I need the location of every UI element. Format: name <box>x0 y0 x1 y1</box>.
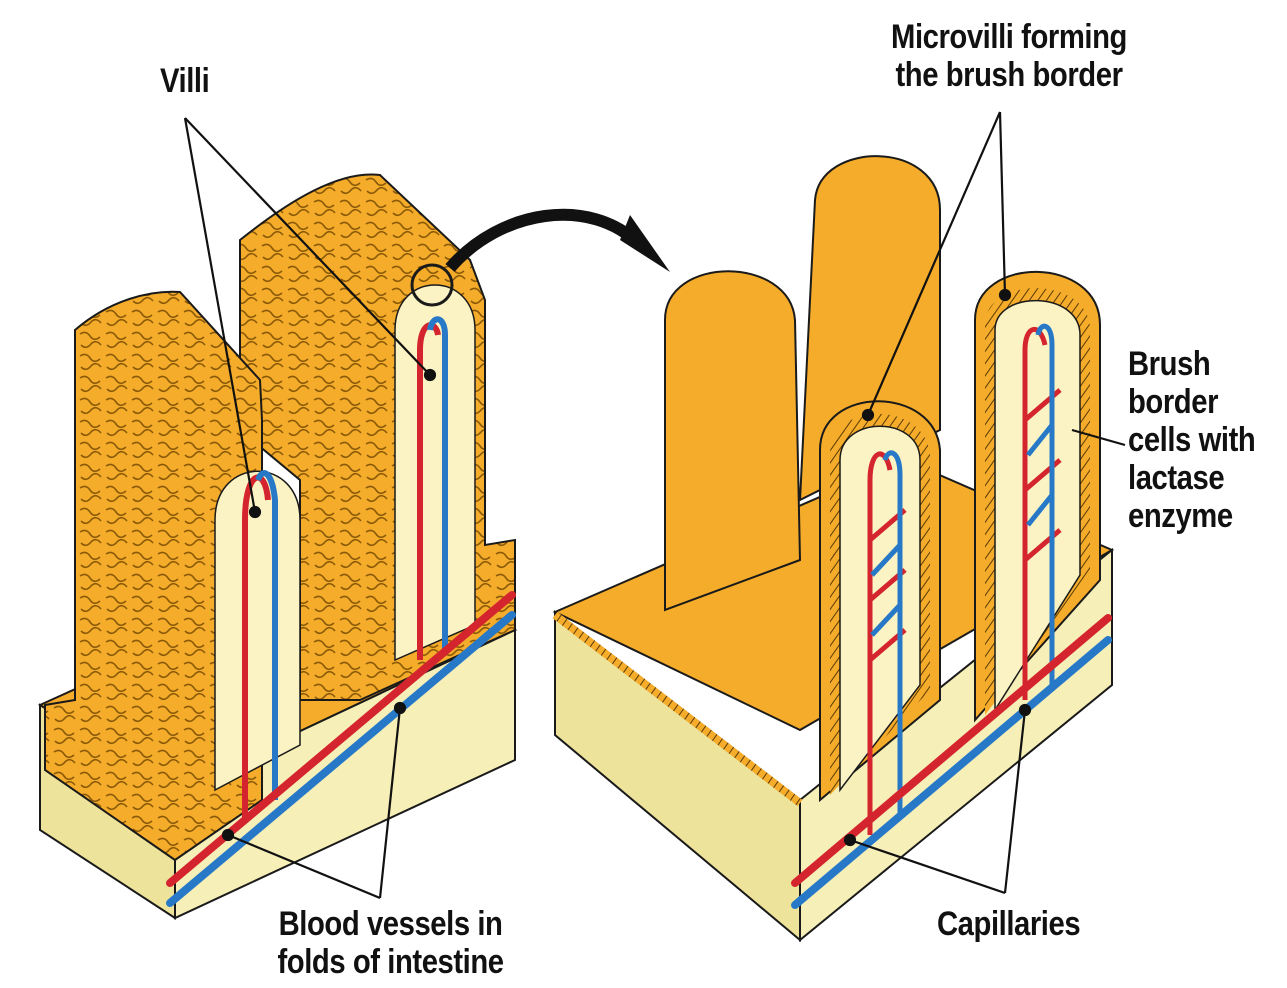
capillaries-label: Capillaries <box>937 905 1080 943</box>
blood-vessels-label: Blood vessels in folds of intestine <box>268 905 513 981</box>
villi-label: Villi <box>160 62 209 100</box>
microvilli-label: Microvilli forming the brush border <box>880 18 1138 94</box>
zoom-arrow <box>450 215 670 272</box>
microvilli-leader-2 <box>1000 112 1005 295</box>
left-intestine-block <box>40 174 515 918</box>
front-villus-section <box>215 471 300 790</box>
brush-border-cells-label: Brush border cells with lactase enzyme <box>1128 345 1255 535</box>
back-villus-section <box>395 285 475 660</box>
right-intestine-block <box>555 156 1112 940</box>
back-villus-left <box>665 271 800 610</box>
